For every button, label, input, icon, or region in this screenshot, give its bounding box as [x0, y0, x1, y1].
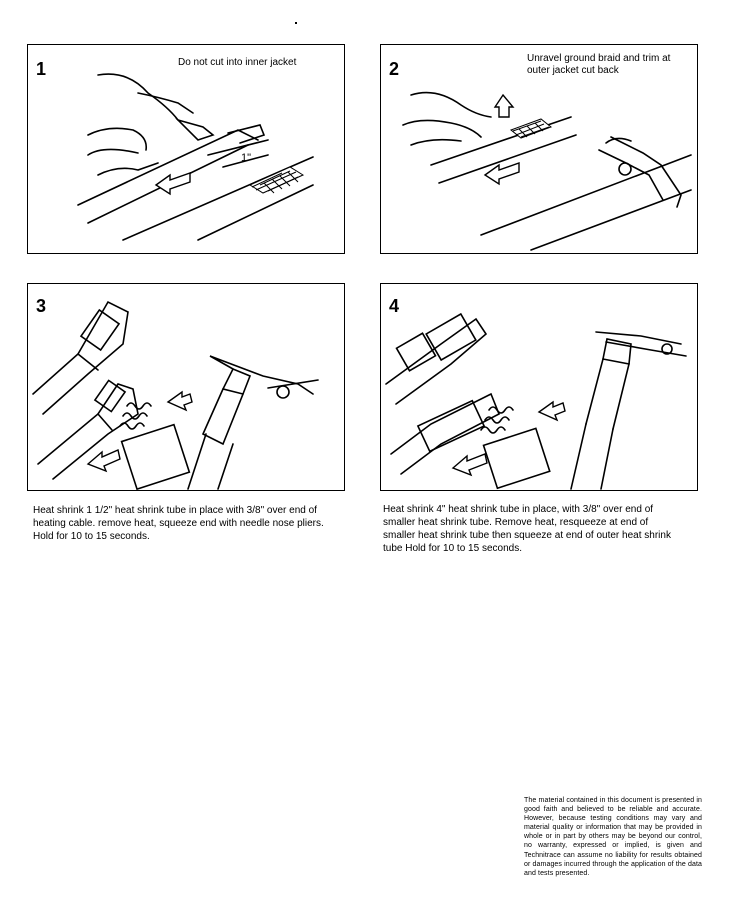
- step-2-number: 2: [389, 59, 400, 79]
- step-4-caption-line: Heat shrink 4" heat shrink tube in place…: [383, 504, 654, 515]
- step-3-caption: Heat shrink 1 1/2" heat shrink tube in p…: [33, 504, 353, 543]
- step-1-number: 1: [36, 59, 47, 79]
- step-1-measure: 1": [241, 152, 251, 164]
- step-4-caption-line: smaller heat shrink tube then squeeze at…: [383, 530, 671, 541]
- step-1-illustration: 1": [77, 73, 314, 241]
- step-3-caption-line: heating cable. remove heat, squeeze end …: [33, 518, 324, 529]
- step-4-panel: 4: [380, 283, 698, 491]
- step-2-panel: 2 Unravel ground braid and trim at outer…: [380, 44, 698, 254]
- step-2-note-line2: outer jacket cut back: [527, 65, 619, 76]
- scan-speck: [295, 22, 297, 24]
- step-2-illustration: [402, 91, 692, 251]
- step-4-caption-line: tube Hold for 10 to 15 seconds.: [383, 543, 522, 554]
- step-3-caption-line: Heat shrink 1 1/2" heat shrink tube in p…: [33, 505, 317, 516]
- step-3-caption-line: Hold for 10 to 15 seconds.: [33, 531, 150, 542]
- step-4-number: 4: [389, 296, 400, 316]
- step-2-note-line1: Unravel ground braid and trim at: [527, 53, 671, 64]
- step-3-illustration: [32, 300, 319, 490]
- step-4-caption-line: smaller heat shrink tube. Remove heat, r…: [383, 517, 649, 528]
- step-4-caption: Heat shrink 4" heat shrink tube in place…: [383, 503, 713, 555]
- step-1-panel: 1 Do not cut into inner jacket: [27, 44, 345, 254]
- step-3-number: 3: [36, 296, 47, 316]
- disclaimer-text: The material contained in this document …: [524, 797, 702, 877]
- step-1-note: Do not cut into inner jacket: [178, 57, 297, 68]
- step-3-panel: 3: [27, 283, 345, 491]
- step-4-illustration: [385, 312, 687, 490]
